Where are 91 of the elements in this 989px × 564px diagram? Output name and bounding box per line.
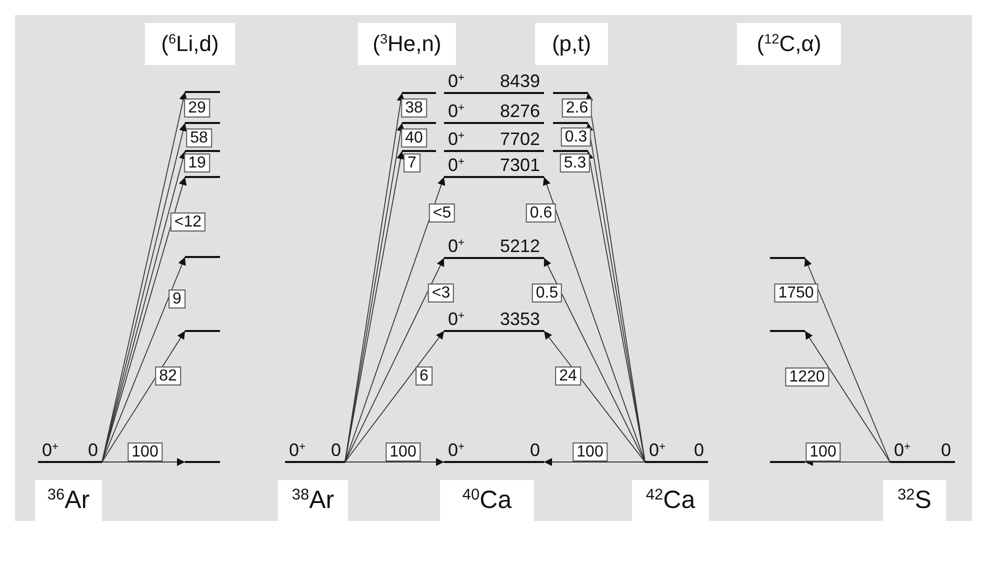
energy-label: 3353 <box>500 310 540 328</box>
level-line <box>185 330 220 332</box>
edge-label: 0.3 <box>560 128 592 146</box>
reaction-label-box <box>358 23 456 65</box>
edge-label: 100 <box>572 442 608 462</box>
edge-label: 100 <box>128 442 162 462</box>
edge-label: 100 <box>806 442 840 462</box>
spin-parity-label: 0$^{+}$ <box>448 441 465 459</box>
arrow <box>804 258 890 462</box>
edge-label: 58 <box>186 128 212 148</box>
edge-label: 19 <box>184 154 210 172</box>
edge-label: 2.6 <box>562 98 592 118</box>
nuclide-label: $^{40}$Ca <box>462 486 512 515</box>
edge-label: 38 <box>401 98 427 118</box>
edge-label: 0.5 <box>532 284 562 302</box>
spin-parity-label: 0$^{+}$ <box>448 310 465 328</box>
reaction-label: ($^{6}$Li,d) <box>161 31 219 57</box>
energy-label: 0 <box>694 441 704 459</box>
spin-parity-label: 0$^{+}$ <box>448 72 465 90</box>
arrow <box>544 330 646 462</box>
arrow <box>344 258 444 462</box>
nuclide-label: $^{36}$Ar <box>47 486 90 515</box>
energy-label: 8439 <box>500 72 540 90</box>
edge-label: 24 <box>555 366 581 386</box>
edge-label: 9 <box>168 290 186 308</box>
spin-parity-label: 0$^{+}$ <box>448 237 465 255</box>
arrow <box>344 458 444 466</box>
level-line <box>770 330 805 332</box>
level-line <box>553 92 588 94</box>
nuclide-label-box <box>883 480 946 521</box>
arrow <box>102 330 186 462</box>
edge-label: <5 <box>428 204 456 222</box>
edge-label: <12 <box>170 212 206 232</box>
level-line <box>770 257 805 259</box>
edge-label: 0.6 <box>526 204 556 222</box>
spin-parity-label: 0$^{+}$ <box>42 441 59 459</box>
reaction-label-box <box>145 23 235 65</box>
level-line <box>185 122 220 124</box>
edge-label: 7 <box>404 154 420 172</box>
energy-label: 7702 <box>500 130 540 148</box>
reaction-label: ($^{3}$He,n) <box>372 31 442 57</box>
edge-label: 100 <box>386 442 420 462</box>
nuclide-label-box <box>632 480 709 521</box>
arrow <box>544 258 646 462</box>
reaction-label-box <box>737 23 841 65</box>
arrow <box>544 458 646 466</box>
edge-label: 29 <box>184 98 210 118</box>
arrow <box>804 330 890 462</box>
spin-parity-label: 0$^{+}$ <box>894 441 911 459</box>
nuclide-label-box <box>440 480 534 521</box>
level-line <box>402 150 436 152</box>
spin-parity-label: 0$^{+}$ <box>289 441 306 459</box>
energy-label: 0 <box>940 441 951 459</box>
energy-label: 0 <box>88 441 98 459</box>
level-line <box>402 122 436 124</box>
energy-label: 7301 <box>500 156 540 174</box>
level-line <box>185 461 220 463</box>
level-line <box>553 122 588 124</box>
nuclide-label: $^{32}$S <box>898 486 932 515</box>
reaction-label: (p,t) <box>552 31 592 57</box>
edge-label: 82 <box>155 366 181 386</box>
level-line <box>402 92 436 94</box>
reaction-label-box <box>535 23 608 65</box>
edge-label: 1220 <box>785 368 829 386</box>
level-line <box>185 91 220 93</box>
arrow <box>102 256 186 462</box>
level-line <box>770 461 805 463</box>
level-line <box>185 176 220 178</box>
edge-label: 40 <box>401 128 427 148</box>
energy-label: 0 <box>530 441 540 459</box>
level-line <box>185 256 220 258</box>
energy-label: 0 <box>330 441 341 459</box>
nuclide-label: $^{42}$Ca <box>646 486 696 515</box>
level-line <box>553 150 588 152</box>
nuclide-label-box <box>278 480 348 521</box>
edge-label: 6 <box>416 366 432 386</box>
spin-parity-label: 0$^{+}$ <box>448 130 465 148</box>
edge-label: 5.3 <box>560 154 590 172</box>
energy-label: 5212 <box>500 237 540 255</box>
spin-parity-label: 0$^{+}$ <box>448 156 465 174</box>
edge-label: <3 <box>428 284 454 302</box>
spin-parity-label: 0$^{+}$ <box>448 102 465 120</box>
arrow <box>102 458 186 466</box>
arrow <box>344 330 444 462</box>
reaction-label: ($^{12}$C,α) <box>756 31 822 57</box>
nuclide-label-box <box>35 480 102 521</box>
spin-parity-label: 0$^{+}$ <box>649 441 666 459</box>
level-line <box>185 150 220 152</box>
edge-label: 1750 <box>774 284 818 302</box>
energy-label: 8276 <box>500 102 540 120</box>
nuclide-label: $^{38}$Ar <box>292 486 334 515</box>
